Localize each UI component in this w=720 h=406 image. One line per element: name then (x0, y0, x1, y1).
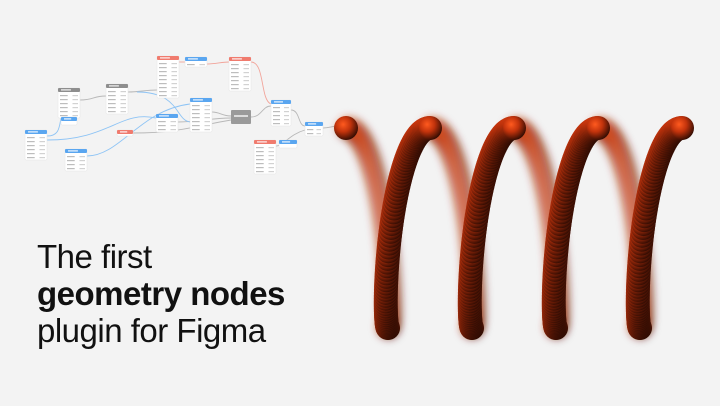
graph-wire (250, 61, 272, 105)
graph-wire (127, 89, 158, 93)
graph-wire (46, 116, 157, 141)
graph-node (278, 139, 298, 149)
graph-node (270, 99, 292, 127)
graph-wire (136, 91, 191, 123)
graph-node (253, 139, 277, 175)
graph-node (304, 121, 324, 137)
graph-wire (79, 95, 107, 101)
headline: The first geometry nodes plugin for Figm… (37, 238, 285, 349)
graph-node (189, 97, 213, 133)
graph-node (228, 56, 252, 92)
coil-spring-illustration (334, 116, 694, 340)
graph-node (155, 113, 179, 133)
graph-wire (132, 119, 232, 134)
graph-node (24, 129, 48, 161)
graph-wire (275, 129, 306, 147)
graph-node (116, 129, 134, 137)
graph-node (156, 55, 180, 99)
graph-node (57, 87, 81, 119)
headline-line-2: geometry nodes (37, 275, 285, 312)
headline-line-1: The first (37, 238, 152, 275)
graph-wire (250, 105, 272, 118)
graph-node (184, 56, 208, 68)
graph-node (105, 83, 129, 115)
graph-wire (211, 111, 232, 117)
coil-front-strands (334, 116, 694, 340)
graph-wire (206, 61, 230, 65)
graph-node (60, 116, 78, 126)
graph-wire (290, 109, 306, 127)
graph-node (64, 148, 88, 172)
headline-line-3: plugin for Figma (37, 312, 266, 349)
node-graph (24, 55, 324, 175)
graph-node (231, 110, 251, 124)
